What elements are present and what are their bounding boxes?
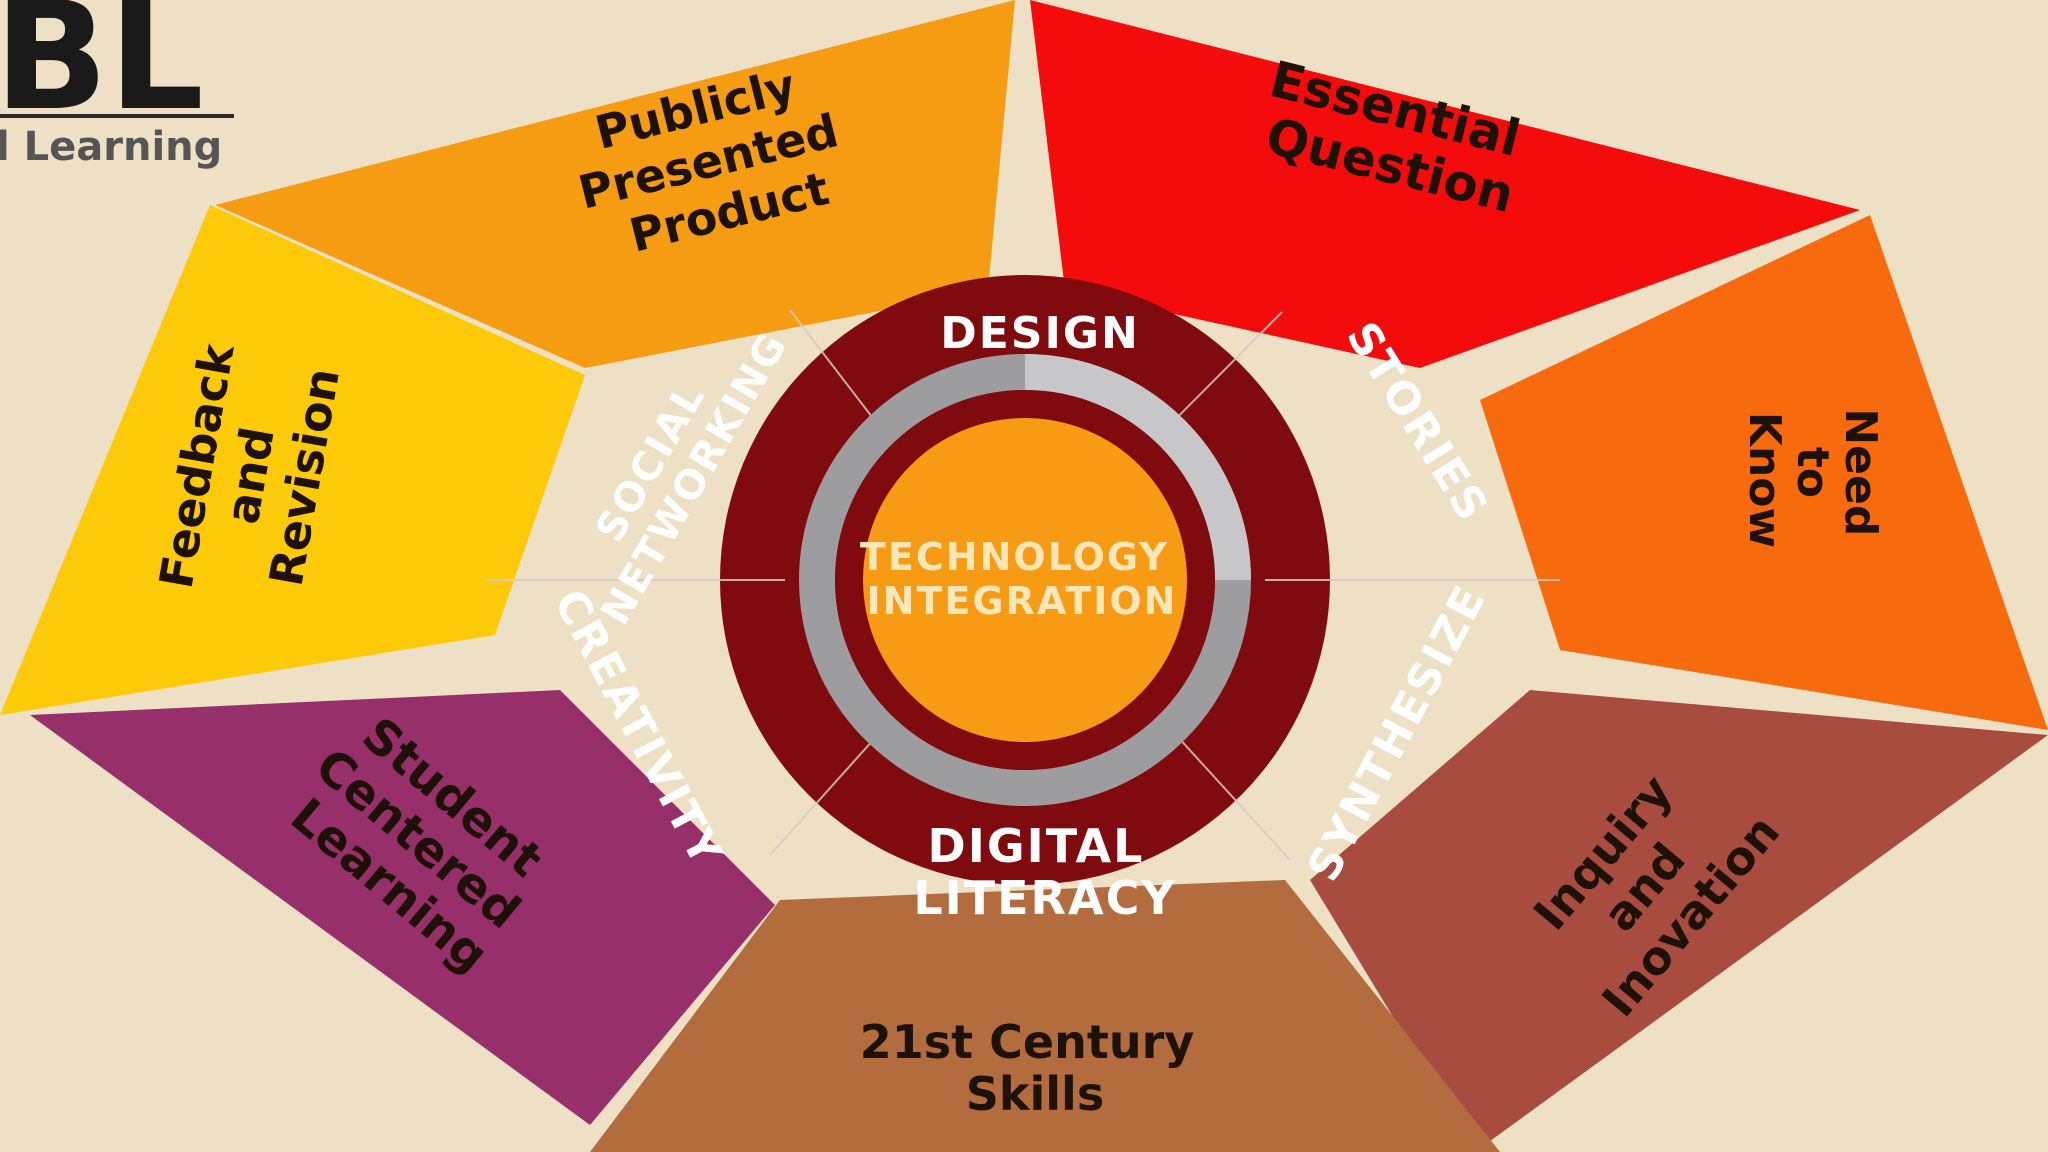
sector-label-design: DESIGN [940,308,1140,359]
petal-shape-feedback-and-revision [0,205,585,715]
petal-need-to-know: Need to Know [1480,215,2048,730]
petal-label-21st-century-skills: 21st Century Skills [860,1015,1211,1121]
petal-shape-inquiry-and-inovation [1310,690,2048,1152]
logo-subtitle: l Learning [0,124,222,170]
petal-shape-need-to-know [1480,215,2048,730]
petal-inquiry-and-inovation: Inquiry and Inovation [1310,690,2048,1152]
petal-publicly-presented-product: Publicly Presented Product [215,0,1015,368]
petal-feedback-and-revision: Feedback and Revision [0,205,585,715]
petal-essential-question: Essential Question [1030,0,1860,368]
logo-divider [0,114,234,118]
petal-shape-publicly-presented-product [215,0,1015,368]
gray-ring-highlight [1024,354,1251,581]
logo: BL l Learning [0,0,234,170]
petal-shape-essential-question [1030,0,1860,368]
petal-shape-21st-century-skills [590,880,1500,1152]
petal-label-essential-question: Essential Question [1251,50,1543,227]
petal-shape-student-centered-learning [30,690,775,1125]
core-circle [863,418,1187,742]
petal-21st-century-skills: 21st Century Skills [590,880,1500,1152]
petal-label-need-to-know: Need to Know [1739,408,1886,551]
logo-mark: BL [0,0,204,144]
core-label: TECHNOLOGY INTEGRATION [860,535,1184,623]
sector-label-digital-literacy: DIGITAL LITERACY [913,819,1176,925]
